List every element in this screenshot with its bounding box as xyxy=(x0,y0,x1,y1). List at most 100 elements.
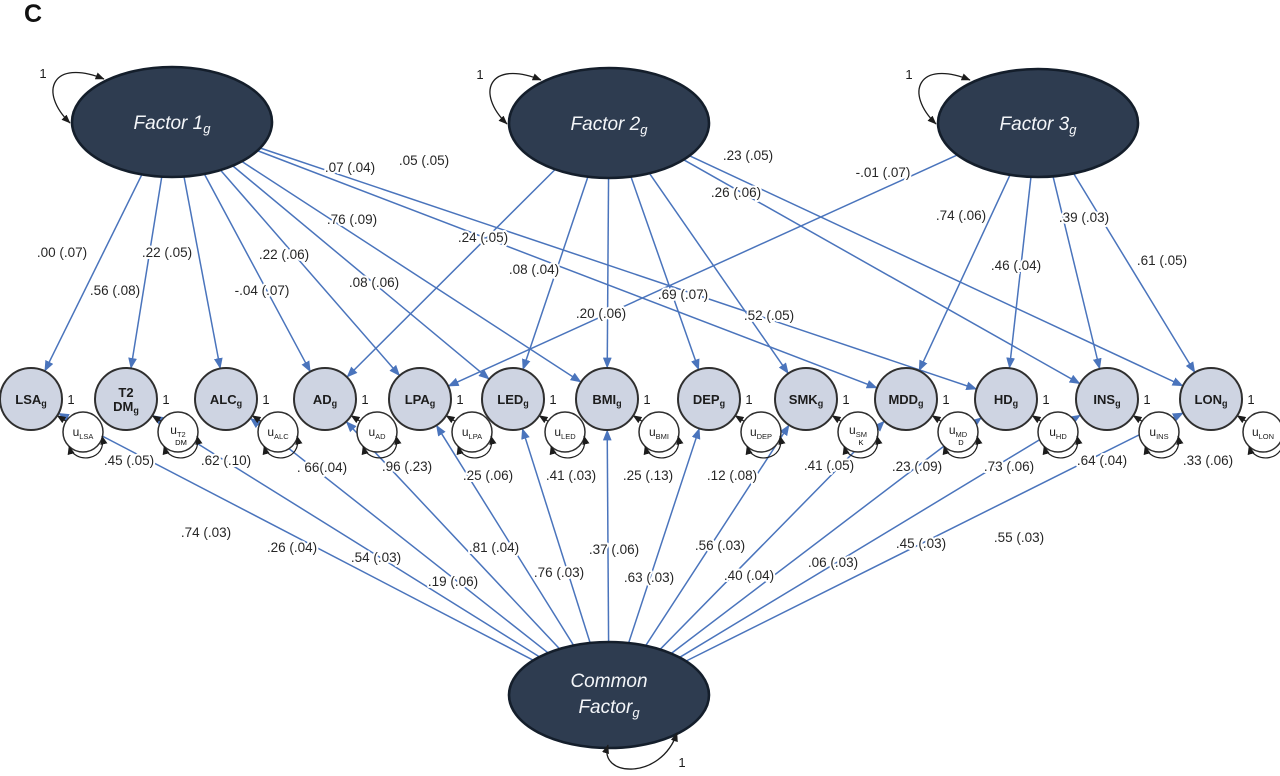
residual-BMI-variance-loop xyxy=(643,435,684,459)
loading-label-factor2-SMK: .52 (.05) xyxy=(744,308,794,323)
loading-label-factor1-BMI: .76 (.09) xyxy=(327,212,377,227)
residual-LON-arrow xyxy=(1236,415,1247,424)
loading-path-common-LON xyxy=(685,412,1184,662)
loading-path-common-HD xyxy=(670,417,982,655)
labels-layer: .00 (.07).56 (.08).22 (.05)-.04 (.07).22… xyxy=(35,146,1235,591)
residual-INS-arrow xyxy=(1132,415,1143,424)
loading-path-factor2-LON xyxy=(689,155,1184,387)
residual-DEP-loading-label: 1 xyxy=(745,392,752,407)
residual-ALC-value: . 66(.04) xyxy=(297,460,347,475)
loading-path-factor1-HD xyxy=(259,147,978,390)
residual-LED-variance-loop xyxy=(549,435,590,459)
residual-ALC-arrow xyxy=(251,415,262,424)
var-LED-label: LEDg xyxy=(497,392,529,409)
latent-factor2: Factor 2g1 xyxy=(476,66,711,180)
var-DEP-circle xyxy=(677,367,741,431)
loading-path-factor2-SMK xyxy=(648,172,789,375)
loading-path-factor1-T2DM xyxy=(128,176,163,369)
var-T2DM-label-line2: DMg xyxy=(113,399,139,416)
residual-MDD-arrow xyxy=(931,415,942,424)
loading-label-common-MDD: .40 (.04) xyxy=(724,568,774,583)
residual-ALC-loading-label: 1 xyxy=(262,392,269,407)
loading-label-factor1-LED: .08 (.06) xyxy=(349,275,399,290)
residual-LSA-value: .45 (.05) xyxy=(104,453,154,468)
residual-T2DM-variance-loop xyxy=(162,435,203,459)
common-label-line2: Factorg xyxy=(578,697,640,720)
var-MDD-label: MDDg xyxy=(888,392,923,409)
loading-label-factor1-LPA: .22 (.06) xyxy=(259,247,309,262)
residual-SMK-variance-loop xyxy=(842,435,883,459)
residual-HD-value: .73 (.06) xyxy=(984,459,1034,474)
common-variance-loop xyxy=(602,732,678,770)
common-ellipse xyxy=(507,640,711,750)
loading-path-factor2-BMI xyxy=(602,177,612,369)
residual-SMK-label: uSM xyxy=(849,423,867,439)
var-LSA-label: LSAg xyxy=(15,392,47,409)
loading-label-common-DEP: .63 (.03) xyxy=(624,570,674,585)
var-INS-circle xyxy=(1075,367,1139,431)
residual-DEP-arrow xyxy=(734,415,745,424)
loading-path-factor1-LSA xyxy=(44,174,143,372)
var-LED-circle xyxy=(481,367,545,431)
loading-path-factor1-BMI xyxy=(241,160,582,383)
residual-INS-loading-label: 1 xyxy=(1143,392,1150,407)
loading-label-factor1-HD: .07 (.04) xyxy=(325,160,375,175)
loading-label-factor3-LON: .61 (.05) xyxy=(1137,253,1187,268)
residual-INS-value: .64 (.04) xyxy=(1077,453,1127,468)
loading-path-common-AD xyxy=(345,421,561,650)
loading-label-factor3-LPA: -.01 (.07) xyxy=(856,165,911,180)
loading-path-common-DEP xyxy=(627,427,701,644)
factor3-variance-loop xyxy=(918,73,971,125)
residual-LON-value: .33 (.06) xyxy=(1183,453,1233,468)
residual-LSA-arrow xyxy=(56,415,67,424)
loading-label-common-LON: .55 (.03) xyxy=(994,530,1044,545)
residual-LSA-loading-label: 1 xyxy=(67,392,74,407)
residual-LPA-arrow xyxy=(445,415,456,424)
var-LSA-circle xyxy=(0,367,63,431)
residual-LPA-value: .25 (.06) xyxy=(463,468,513,483)
residual-AD-value: .96 (.23) xyxy=(382,459,432,474)
factor1-label: Factor 1g xyxy=(134,113,212,136)
var-LON-label: LONg xyxy=(1195,392,1228,409)
loading-label-factor2-LED: .08 (.04) xyxy=(509,262,559,277)
residual-HD-loading-label: 1 xyxy=(1042,392,1049,407)
loading-path-factor3-HD xyxy=(1006,176,1032,369)
residual-DEP-value: .12 (.08) xyxy=(707,468,757,483)
factor3-variance-label: 1 xyxy=(905,67,912,82)
panel-label: C xyxy=(24,0,43,28)
loading-path-common-LED xyxy=(521,427,591,644)
residual-LON-loading-label: 1 xyxy=(1247,392,1254,407)
residual-MDD-variance-loop xyxy=(942,435,983,459)
residual-AD-loading-label: 1 xyxy=(361,392,368,407)
residual-MDD-value: .23 (.09) xyxy=(892,459,942,474)
loading-path-factor1-LED xyxy=(232,165,490,380)
residual-HD-arrow xyxy=(1031,415,1042,424)
loading-label-common-LED: .76 (.03) xyxy=(534,565,584,580)
residual-MDD-label: uMD xyxy=(949,423,968,439)
loading-label-factor1-MDD: .05 (.05) xyxy=(399,153,449,168)
residual-LSA-variance-loop xyxy=(67,435,108,459)
latent-factor3: Factor 3g1 xyxy=(905,67,1140,179)
residual-MDD-label-line2: D xyxy=(958,438,964,447)
residual-LPA-variance-loop xyxy=(456,435,497,459)
residual-LPA-loading-label: 1 xyxy=(456,392,463,407)
loading-label-factor1-T2DM: .56 (.08) xyxy=(90,283,140,298)
common-variance-label: 1 xyxy=(678,755,685,770)
loading-path-factor1-LPA xyxy=(219,169,401,377)
loading-label-common-ALC: .54 (.03) xyxy=(351,550,401,565)
residual-LED-loading-label: 1 xyxy=(549,392,556,407)
residual-LED-arrow xyxy=(538,415,549,424)
loading-label-factor2-LON: .23 (.05) xyxy=(723,148,773,163)
